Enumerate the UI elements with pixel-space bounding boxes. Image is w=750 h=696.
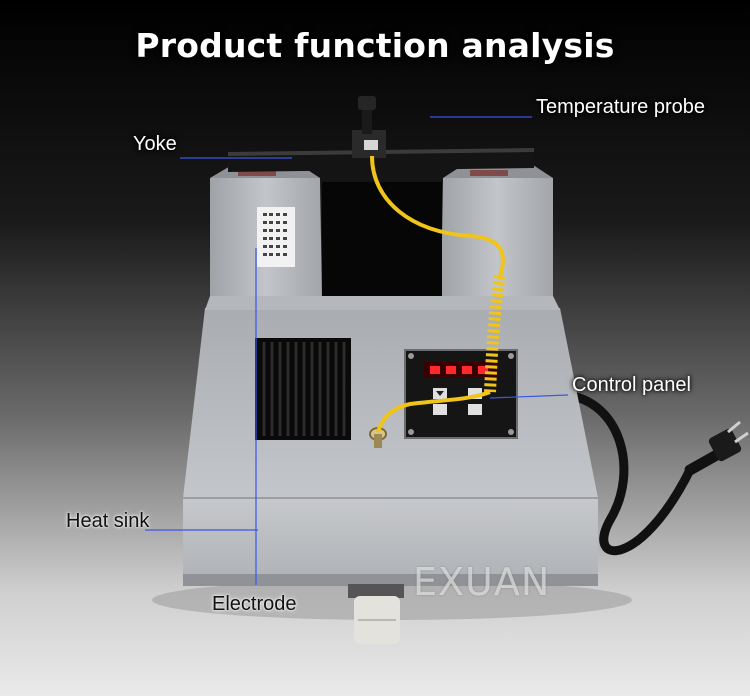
page-title: Product function analysis [135,26,615,65]
label-temperature-probe: Temperature probe [536,96,705,118]
heat-sink-fin [294,342,298,436]
heat-sink-fin [286,342,290,436]
heat-sink-fin [302,342,306,436]
heat-sink-fin [262,342,266,436]
brand-watermark: EXUAN [413,560,551,604]
heat-sink-fin [326,342,330,436]
heat-sink-fin [342,342,346,436]
heat-sink-fin [270,342,274,436]
heat-sink-fin [278,342,282,436]
heat-sink-fin [334,342,338,436]
label-control-panel: Control panel [572,374,691,396]
label-yoke: Yoke [133,133,177,155]
heat-sink-fin [310,342,314,436]
heat-sink-fin [318,342,322,436]
label-electrode: Electrode [212,593,297,615]
label-heat-sink: Heat sink [66,510,150,532]
